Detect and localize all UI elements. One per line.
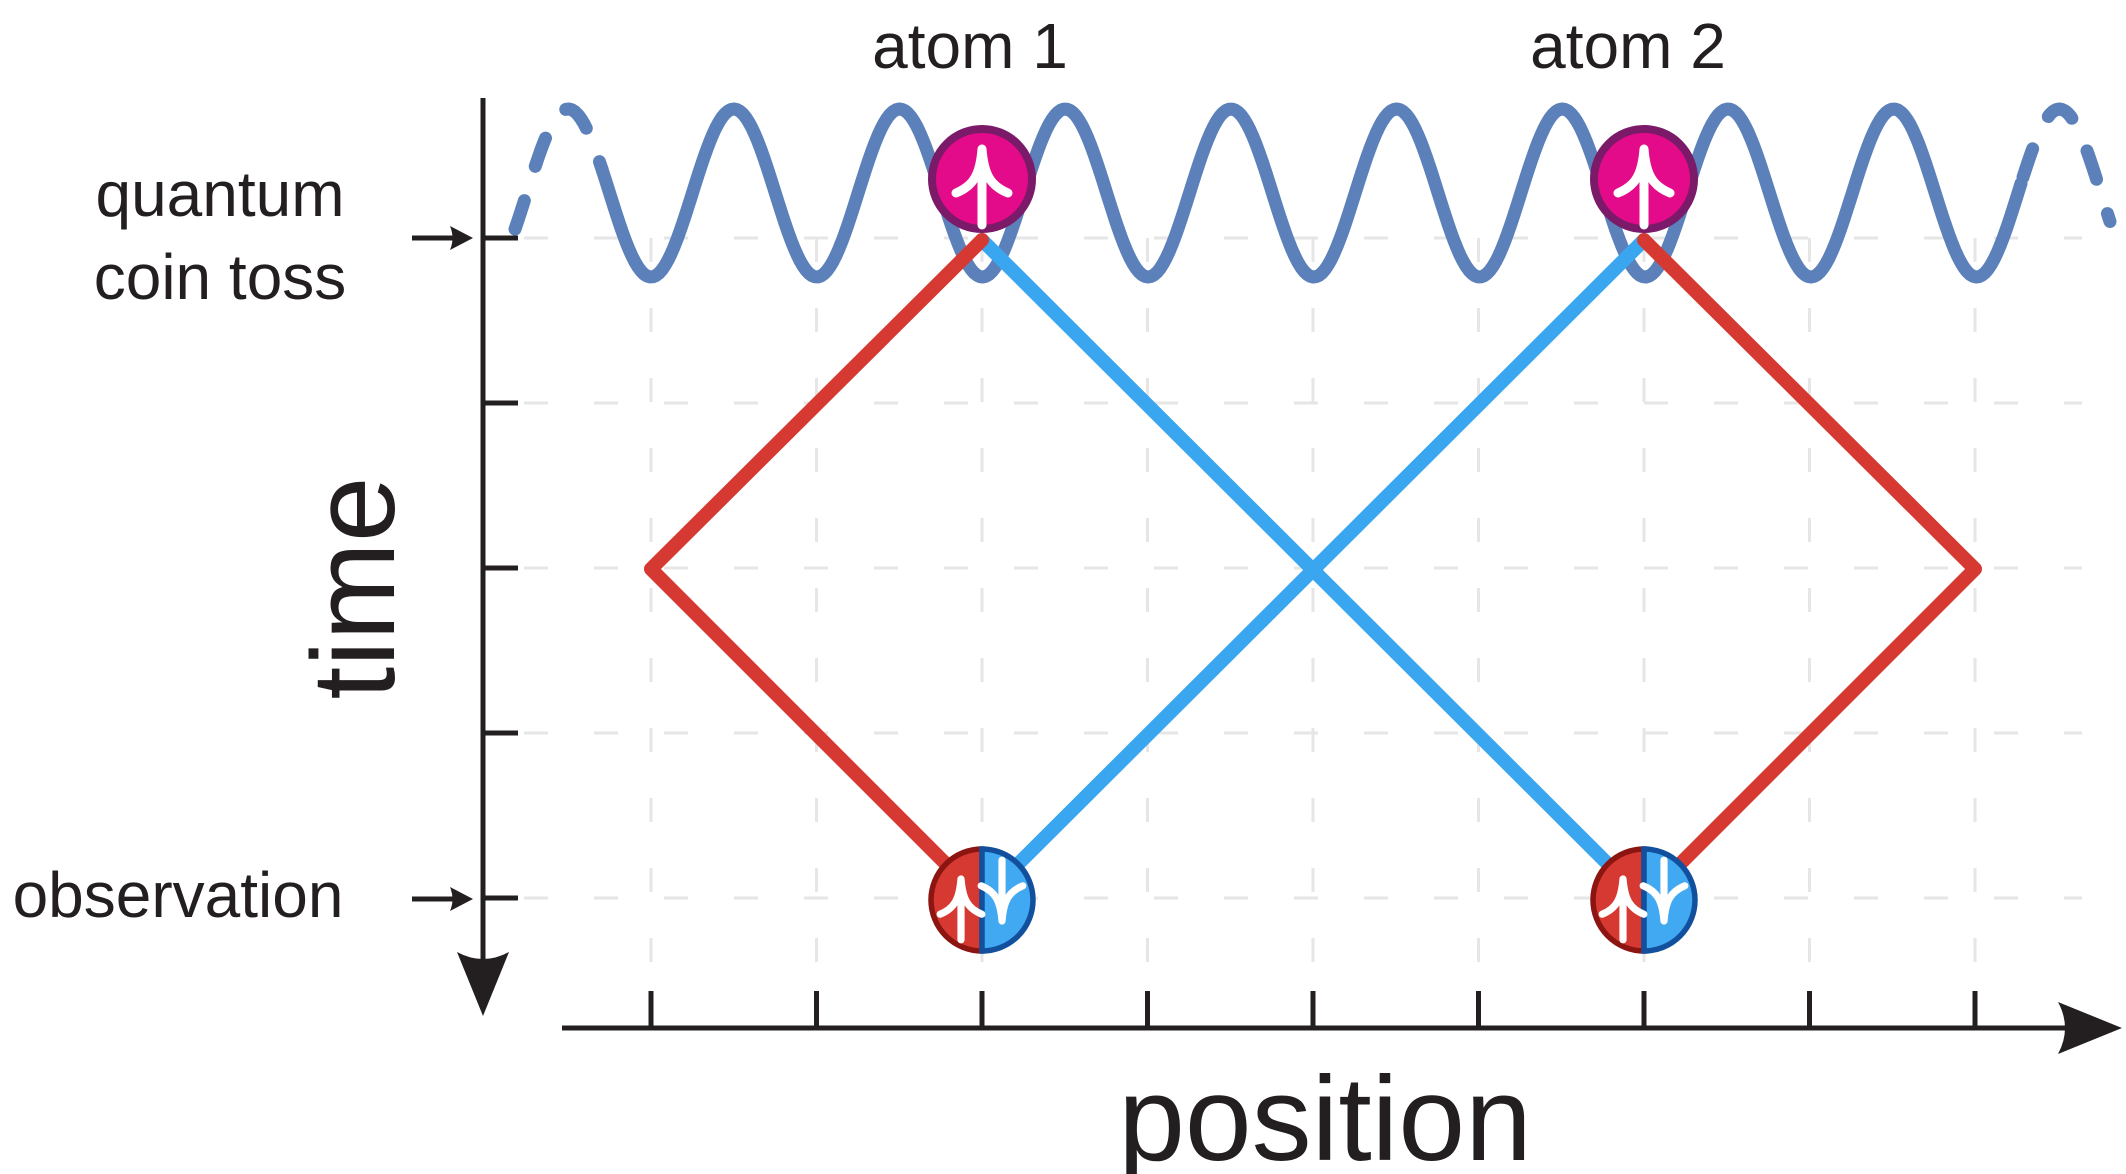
observation-pointer [412, 887, 473, 911]
right-arrow-icon [450, 226, 473, 250]
atom2-spin-down-path [975, 233, 1651, 907]
grid [524, 236, 2082, 1014]
atom1-observed [928, 846, 1036, 954]
position-axis-arrowhead-icon [2058, 1002, 2122, 1054]
observation-label: observation [13, 859, 344, 931]
atom2-spin-up-path [1637, 233, 1982, 907]
position-axis-ticks [648, 991, 1978, 1028]
optical-lattice-wave [508, 102, 2117, 284]
lattice-wave-dashed-right [2016, 102, 2117, 228]
lattice-wave-solid [595, 102, 2028, 284]
atom2-initial [1590, 125, 1698, 233]
atom2-label: atom 2 [1530, 10, 1726, 82]
position-axis-label: position [1118, 1052, 1532, 1174]
coin-toss-pointer [412, 226, 473, 250]
atom1-spin-up-path [644, 233, 989, 907]
atom1-label: atom 1 [872, 10, 1068, 82]
lattice-wave-dashed-left [508, 102, 609, 236]
trajectories [644, 233, 1982, 907]
atom1-initial [928, 125, 1036, 233]
time-axis-ticks [483, 235, 518, 901]
time-axis [457, 98, 518, 1016]
quantum-coin-toss-label-line2: coin toss [94, 241, 347, 313]
atom2-observed [1590, 846, 1698, 954]
position-axis [562, 991, 2122, 1054]
quantum-coin-toss-label-line1: quantum [95, 158, 344, 230]
time-axis-arrowhead-icon [457, 952, 509, 1016]
right-arrow-icon [450, 887, 473, 911]
time-axis-label: time [288, 477, 420, 700]
